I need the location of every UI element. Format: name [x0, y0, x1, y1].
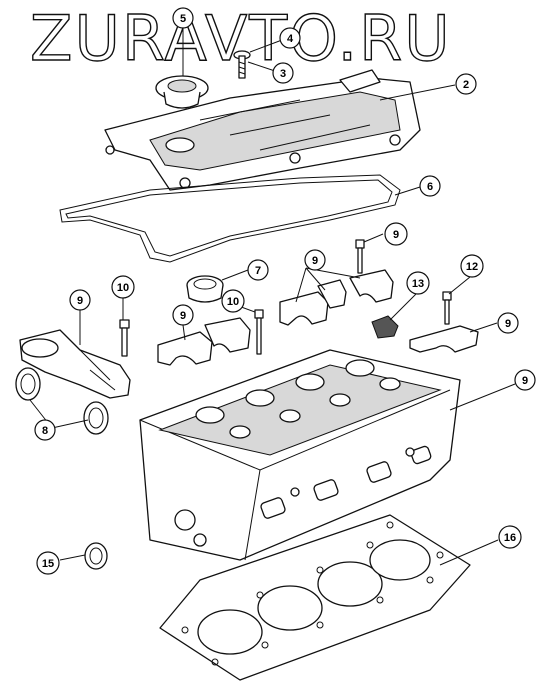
oil-filler-cap — [155, 75, 209, 109]
plug-15 — [84, 542, 108, 570]
callout-10-left: 10 — [111, 275, 135, 299]
callout-2: 2 — [455, 73, 477, 95]
callout-3: 3 — [272, 62, 294, 84]
callout-8-label: 8 — [42, 425, 48, 437]
callout-9-left: 9 — [69, 289, 91, 311]
callout-5-label: 5 — [180, 13, 186, 25]
camshaft-seals — [15, 367, 109, 435]
callout-2-label: 2 — [463, 79, 469, 91]
callout-7-label: 7 — [255, 265, 261, 277]
callout-16-label: 16 — [504, 532, 516, 544]
callout-9-right-label: 9 — [505, 318, 511, 330]
callout-13: 13 — [406, 271, 430, 295]
callout-13-label: 13 — [412, 278, 424, 290]
callout-12: 12 — [460, 254, 484, 278]
cylinder-head — [139, 349, 461, 561]
valve-cover — [104, 69, 421, 191]
callout-9-center: 9 — [304, 249, 326, 271]
callout-8: 8 — [34, 419, 56, 441]
callout-10-upper-label: 9 — [393, 229, 399, 241]
bearing-cap-right — [409, 325, 479, 353]
callout-3-label: 3 — [280, 68, 286, 80]
callout-11: 10 — [221, 289, 245, 313]
oil-filler-neck — [165, 137, 195, 153]
callout-5: 5 — [172, 7, 194, 29]
leader-lines — [29, 28, 516, 566]
callout-10-left-label: 10 — [117, 282, 129, 294]
callout-15: 15 — [36, 551, 60, 575]
bolt-11 — [254, 309, 264, 355]
callout-9-center-label: 9 — [312, 255, 318, 267]
callout-9-center-left-label: 9 — [180, 310, 186, 322]
bolt-10-upper — [355, 239, 365, 274]
spark-tube-seal — [186, 275, 224, 303]
bolt-12 — [442, 291, 452, 325]
part-13-block — [371, 315, 399, 339]
callout-12-label: 12 — [466, 261, 478, 273]
callout-4-label: 4 — [287, 33, 294, 45]
callout-15-label: 15 — [42, 558, 54, 570]
head-gasket — [159, 514, 471, 681]
callout-9-center-left: 9 — [172, 304, 194, 326]
callout-11-label: 10 — [227, 296, 239, 308]
callout-6: 6 — [419, 175, 441, 197]
bolt-10-left — [119, 319, 130, 357]
callout-9-right: 9 — [497, 312, 519, 334]
callout-6-label: 6 — [427, 181, 433, 193]
callout-4: 4 — [279, 27, 301, 49]
bearing-cap-center-left — [157, 317, 251, 366]
callout-10-upper: 9 — [384, 222, 408, 246]
cover-bolt — [233, 50, 251, 79]
callout-9-head: 9 — [514, 369, 536, 391]
camshaft-carrier-left — [19, 329, 131, 399]
bearing-cap-center-right — [279, 269, 394, 326]
callout-16: 16 — [498, 525, 522, 549]
callout-7: 7 — [247, 259, 269, 281]
valve-cover-gasket — [59, 174, 401, 263]
callout-9-left-label: 9 — [77, 295, 83, 307]
callout-9-head-label: 9 — [522, 375, 528, 387]
